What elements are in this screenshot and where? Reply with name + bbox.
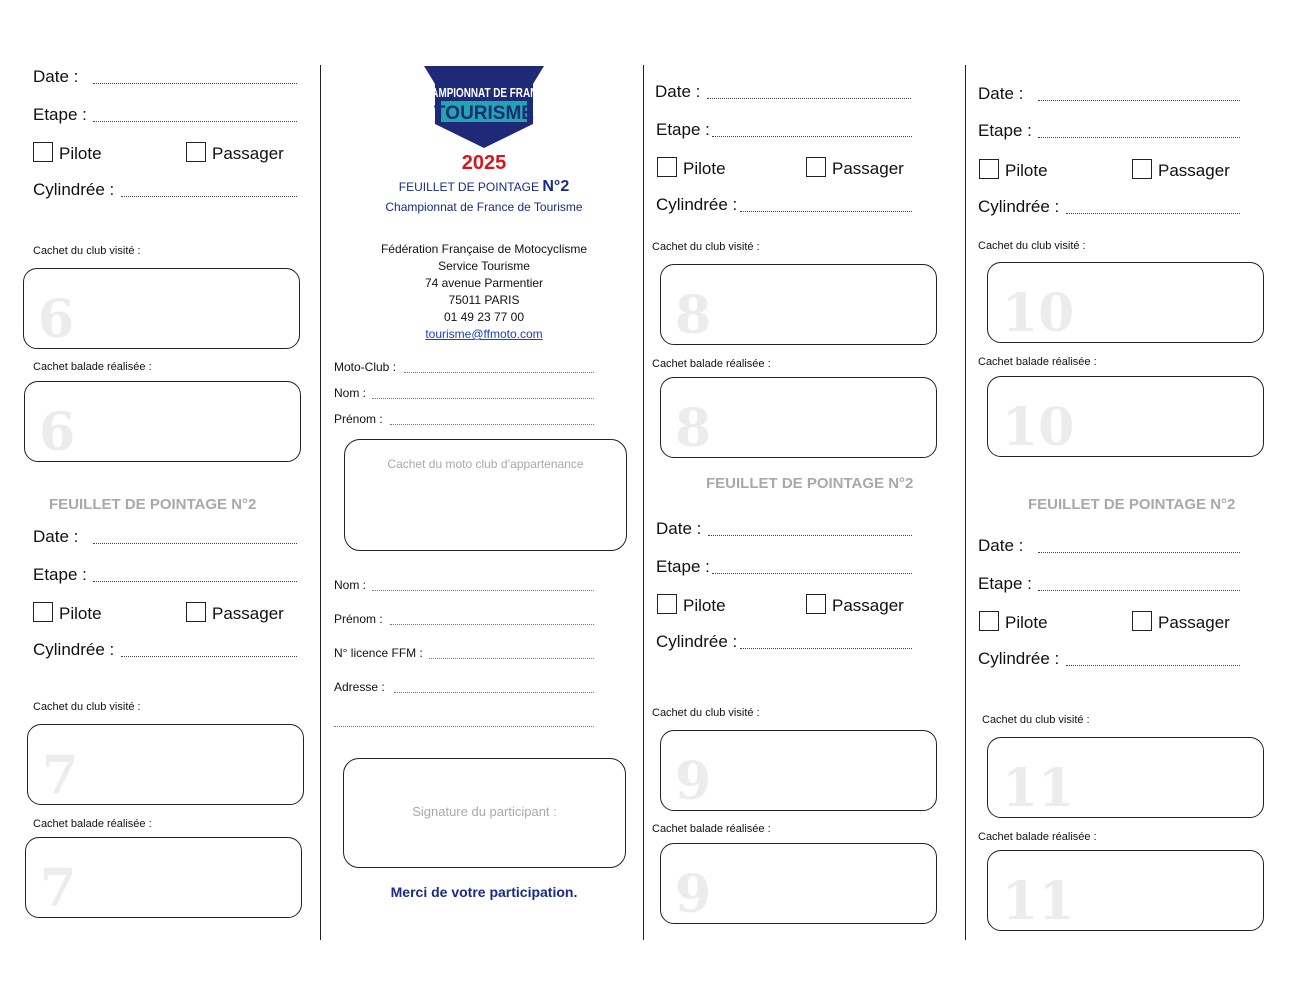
- date-field[interactable]: Date :: [33, 527, 297, 547]
- subtitle: Championnat de France de Tourisme: [385, 200, 583, 214]
- pilote-checkbox[interactable]: Pilote: [979, 611, 1048, 633]
- feuillet-title: FEUILLET DE POINTAGE N°2: [398, 178, 570, 195]
- stamp-box[interactable]: 7: [25, 837, 302, 918]
- email-link[interactable]: tourisme@ffmoto.com: [425, 327, 543, 341]
- svg-text:TOURISME: TOURISME: [434, 103, 534, 124]
- panel-divider: [320, 65, 321, 940]
- passager-checkbox[interactable]: Passager: [186, 142, 284, 164]
- prenom-field[interactable]: Prénom :: [334, 412, 594, 426]
- stamp-box[interactable]: 11: [987, 737, 1264, 818]
- stamp-box[interactable]: 6: [24, 381, 301, 462]
- org-line: Fédération Française de Motocyclisme: [380, 242, 588, 256]
- cylindree-field[interactable]: Cylindrée :: [978, 649, 1240, 669]
- licence-field[interactable]: N° licence FFM :: [334, 646, 594, 660]
- cylindree-field[interactable]: Cylindrée :: [656, 195, 912, 215]
- panel-divider: [965, 65, 966, 940]
- pilote-checkbox[interactable]: Pilote: [33, 142, 102, 164]
- adresse-field[interactable]: Adresse :: [334, 680, 594, 694]
- stamp-box[interactable]: 7: [27, 724, 304, 805]
- cachet-balade-label: Cachet balade réalisée :: [652, 358, 771, 370]
- cachet-club-label: Cachet du club visité :: [982, 714, 1090, 726]
- passager-checkbox[interactable]: Passager: [1132, 159, 1230, 181]
- date-field[interactable]: Date :: [655, 82, 911, 102]
- merci-text: Merci de votre participation.: [390, 884, 578, 900]
- cachet-balade-label: Cachet balade réalisée :: [978, 356, 1097, 368]
- cachet-appartenance-box[interactable]: Cachet du moto club d’appartenance: [344, 439, 627, 551]
- stamp-box[interactable]: 10: [987, 262, 1264, 343]
- pilote-checkbox[interactable]: Pilote: [657, 157, 726, 179]
- moto-club-field[interactable]: Moto-Club :: [334, 360, 594, 374]
- stamp-box[interactable]: 11: [987, 850, 1264, 931]
- stamp-box[interactable]: 6: [23, 268, 300, 349]
- cylindree-field[interactable]: Cylindrée :: [656, 632, 912, 652]
- passager-checkbox[interactable]: Passager: [806, 594, 904, 616]
- stamp-box[interactable]: 8: [660, 377, 937, 458]
- etape-field[interactable]: Etape :: [978, 121, 1240, 141]
- feuillet-heading: FEUILLET DE POINTAGE N°2: [49, 496, 257, 513]
- adresse-line-2[interactable]: [334, 714, 594, 727]
- etape-field[interactable]: Etape :: [33, 105, 297, 125]
- date-field[interactable]: Date :: [978, 84, 1240, 104]
- prenom-field[interactable]: Prénom :: [334, 612, 594, 626]
- cachet-balade-label: Cachet balade réalisée :: [33, 818, 152, 830]
- cachet-club-label: Cachet du club visité :: [33, 701, 141, 713]
- cachet-club-label: Cachet du club visité :: [978, 240, 1086, 252]
- stamp-box[interactable]: 9: [660, 843, 937, 924]
- date-field[interactable]: Date :: [656, 519, 912, 539]
- etape-field[interactable]: Etape :: [656, 557, 912, 577]
- stamp-box[interactable]: 9: [660, 730, 937, 811]
- cachet-club-label: Cachet du club visité :: [652, 707, 760, 719]
- pilote-checkbox[interactable]: Pilote: [33, 602, 102, 624]
- cachet-balade-label: Cachet balade réalisée :: [652, 823, 771, 835]
- org-line: 74 avenue Parmentier: [424, 276, 544, 290]
- cachet-balade-label: Cachet balade réalisée :: [978, 831, 1097, 843]
- stamp-box[interactable]: 10: [987, 376, 1264, 457]
- pilote-checkbox[interactable]: Pilote: [657, 594, 726, 616]
- feuillet-heading: FEUILLET DE POINTAGE N°2: [1028, 496, 1236, 513]
- cachet-club-label: Cachet du club visité :: [652, 241, 760, 253]
- feuillet-heading: FEUILLET DE POINTAGE N°2: [706, 475, 914, 492]
- passager-checkbox[interactable]: Passager: [1132, 611, 1230, 633]
- cachet-balade-label: Cachet balade réalisée :: [33, 361, 152, 373]
- signature-box[interactable]: Signature du participant :: [343, 758, 626, 868]
- svg-text:CHAMPIONNAT DE FRANCE: CHAMPIONNAT DE FRANCE: [417, 85, 551, 100]
- date-field[interactable]: Date :: [33, 67, 297, 87]
- org-line: 01 49 23 77 00: [443, 310, 525, 324]
- cachet-club-label: Cachet du club visité :: [33, 245, 141, 257]
- nom-field[interactable]: Nom :: [334, 386, 594, 400]
- org-line: Service Tourisme: [438, 259, 530, 273]
- etape-field[interactable]: Etape :: [978, 574, 1240, 594]
- championnat-logo: CHAMPIONNAT DE FRANCE TOURISME: [417, 66, 551, 148]
- date-field[interactable]: Date :: [978, 536, 1240, 556]
- year: 2025: [461, 152, 507, 174]
- org-line: 75011 PARIS: [448, 293, 520, 307]
- cylindree-field[interactable]: Cylindrée :: [33, 640, 297, 660]
- passager-checkbox[interactable]: Passager: [186, 602, 284, 624]
- pilote-checkbox[interactable]: Pilote: [979, 159, 1048, 181]
- etape-field[interactable]: Etape :: [656, 120, 912, 140]
- panel-divider: [643, 65, 644, 940]
- stamp-box[interactable]: 8: [660, 264, 937, 345]
- cylindree-field[interactable]: Cylindrée :: [33, 180, 297, 200]
- etape-field[interactable]: Etape :: [33, 565, 297, 585]
- cylindree-field[interactable]: Cylindrée :: [978, 197, 1240, 217]
- nom-field[interactable]: Nom :: [334, 578, 594, 592]
- passager-checkbox[interactable]: Passager: [806, 157, 904, 179]
